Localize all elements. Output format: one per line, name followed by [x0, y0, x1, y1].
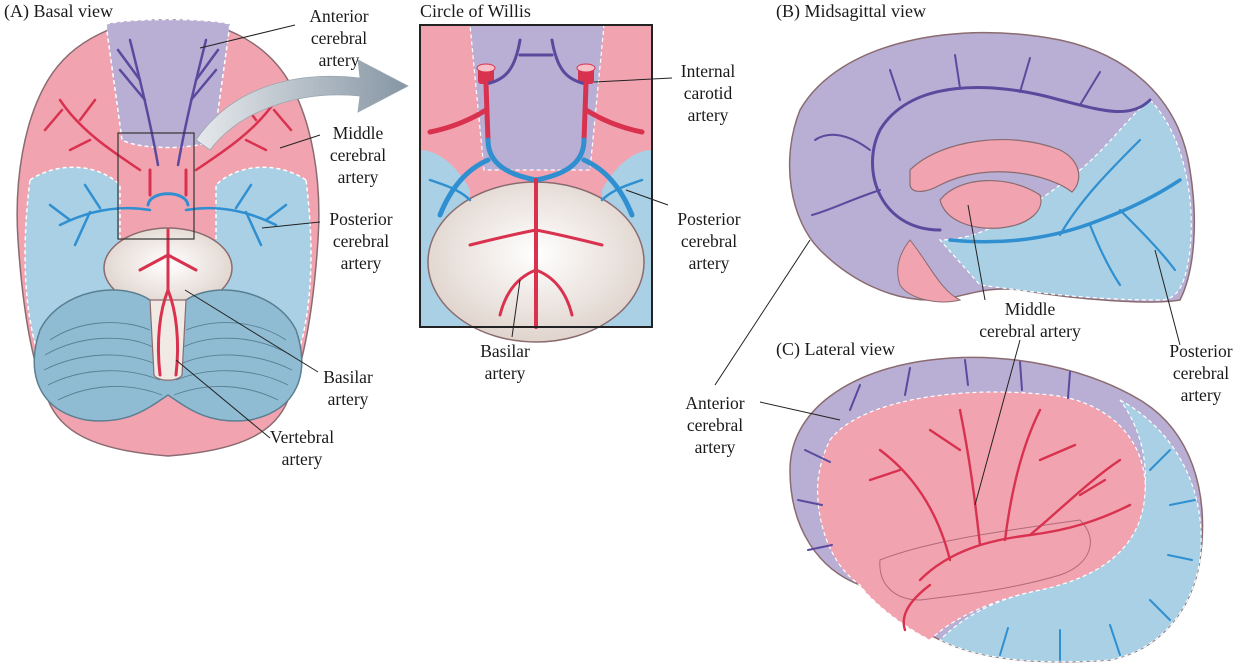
inset-anterior-arteries: [484, 38, 588, 86]
lateral-middle-arteries: [868, 408, 1132, 632]
panel-b-title: (B) Midsagittal view: [776, 1, 926, 21]
midsagittal-corpus-callosum: [909, 139, 1080, 193]
midsagittal-posterior-territory: [938, 99, 1192, 301]
basal-view-brain: [16, 18, 320, 457]
basal-anterior-arteries: [116, 38, 220, 167]
inset-frame: [419, 24, 653, 328]
zoom-arrow: [195, 59, 409, 151]
midsagittal-temporal-pink: [897, 239, 962, 303]
inset-posterior-arteries: [428, 137, 644, 218]
basal-medulla: [149, 299, 187, 381]
basal-posterior-arteries: [48, 183, 288, 247]
circle-of-willis-inset: [419, 24, 653, 343]
lateral-posterior-arteries: [999, 449, 1196, 661]
basal-basilar-vertebral: [138, 228, 198, 377]
midsagittal-thalamus: [939, 179, 1042, 229]
midsagittal-posterior-artery: [948, 138, 1182, 287]
inset-internal-carotid: [476, 63, 596, 84]
basal-inset-box: [117, 132, 195, 240]
basal-circle-of-willis: [146, 168, 190, 207]
midsagittal-brain: [788, 31, 1196, 303]
lateral-brain: [789, 356, 1204, 663]
inset-title: Circle of Willis: [420, 1, 531, 21]
panel-c-title: (C) Lateral view: [776, 339, 895, 359]
lateral-anterior-arteries: [797, 359, 1071, 551]
inset-basilar: [468, 178, 604, 329]
panel-a-title: (A) Basal view: [4, 1, 113, 21]
inset-ica-paths: [427, 81, 645, 143]
basal-anterior-territory: [105, 18, 231, 149]
leader-lines: [175, 24, 1181, 506]
basal-cerebellum-folia: [43, 322, 293, 401]
midsagittal-anterior-artery: [811, 54, 1152, 232]
